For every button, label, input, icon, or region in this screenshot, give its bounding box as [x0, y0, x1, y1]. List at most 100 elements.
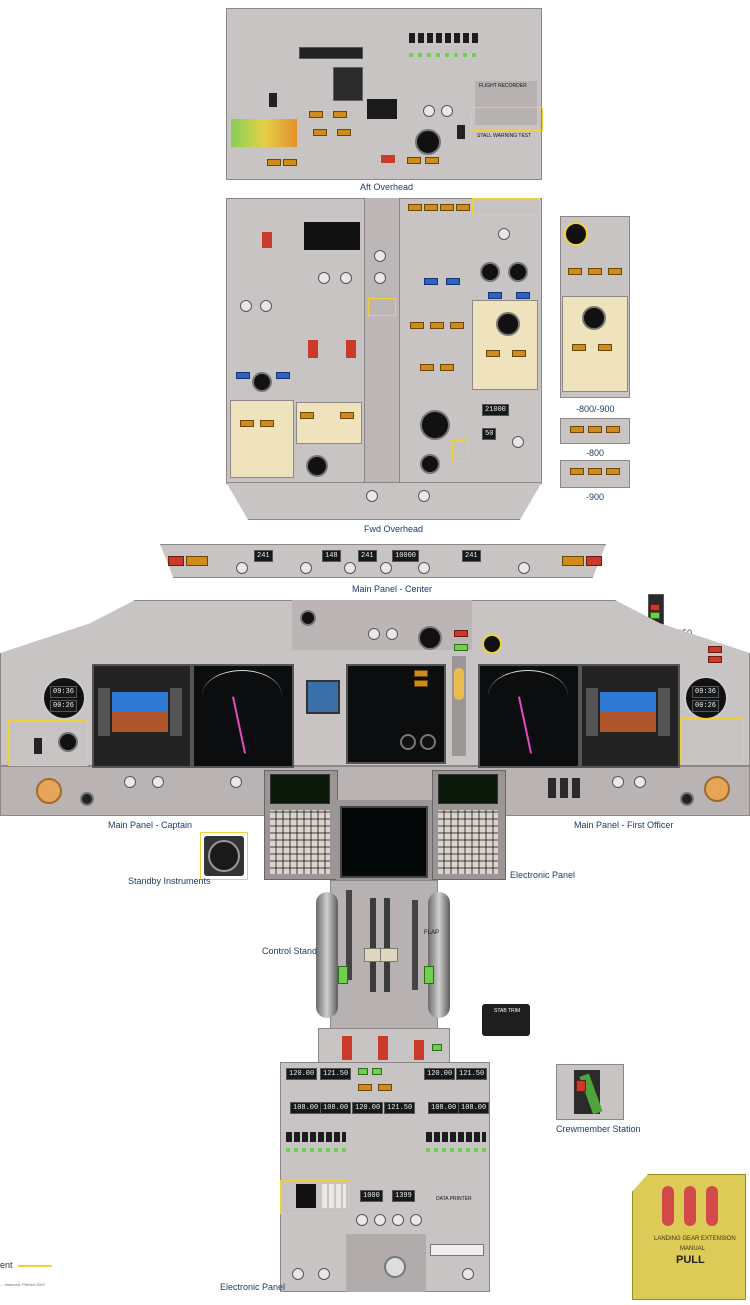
center-knob-1[interactable]: [368, 628, 380, 640]
fwd-knob-9[interactable]: [418, 490, 430, 502]
fwd-knob-10[interactable]: [512, 436, 524, 448]
engine-2-fire-handle[interactable]: [414, 1040, 424, 1060]
fwd-knob-5[interactable]: [374, 250, 386, 262]
aft-red-switch[interactable]: [381, 155, 395, 163]
captain-round-button[interactable]: [80, 792, 94, 806]
aft-overhead-service-panel: [367, 99, 397, 119]
captain-oxygen-mask-knob[interactable]: [36, 778, 62, 804]
audio-panel-left-keys[interactable]: [286, 1132, 346, 1142]
fo-round-button[interactable]: [680, 792, 694, 806]
variant-800-lamp-3: [606, 426, 620, 433]
gear-extension-handle-1[interactable]: [662, 1186, 674, 1226]
landing-gear-label: LANDING GEAR EXTENSION: [654, 1236, 736, 1242]
fwd-red-guard-3[interactable]: [346, 340, 356, 358]
control-stand-caption: Control Stand: [262, 946, 318, 956]
aisle-knob-7[interactable]: [410, 1214, 422, 1226]
fwd-knob-6[interactable]: [374, 272, 386, 284]
aisle-green-lamp-1: [358, 1068, 368, 1075]
fwd-blue-lamp-1: [236, 372, 250, 379]
fo-lower-knob-2[interactable]: [634, 776, 646, 788]
control-stand-right-wheel[interactable]: [428, 892, 450, 1018]
aisle-knob-1[interactable]: [292, 1268, 304, 1280]
captain-toggle[interactable]: [34, 738, 42, 754]
speedbrake-lever[interactable]: [346, 890, 352, 980]
fwd-knob-3[interactable]: [318, 272, 330, 284]
radio-1-active: 120.00: [286, 1068, 318, 1080]
mcp-knob-4[interactable]: [380, 562, 392, 574]
mcp-knob-1[interactable]: [236, 562, 248, 574]
fwd-knob-7[interactable]: [498, 228, 510, 240]
captain-lower-knob-3[interactable]: [230, 776, 242, 788]
aisle-knob-6[interactable]: [392, 1214, 404, 1226]
mcp-knob-5[interactable]: [418, 562, 430, 574]
fo-cdu-keys[interactable]: [438, 810, 498, 874]
fo-dial-top: [482, 634, 502, 654]
fo-highlight: [680, 718, 744, 764]
control-stand-left-wheel[interactable]: [316, 892, 338, 1018]
stab-trim-green-left: [338, 966, 348, 984]
gear-extension-handle-3[interactable]: [706, 1186, 718, 1226]
gear-lever-handle[interactable]: [454, 668, 464, 700]
fo-oxygen-mask-knob[interactable]: [704, 776, 730, 802]
aisle-rudder-trim-knob[interactable]: [384, 1256, 406, 1278]
aisle-knob-4[interactable]: [356, 1214, 368, 1226]
aft-overhead-keypad[interactable]: [333, 67, 363, 101]
gear-extension-handle-2[interactable]: [684, 1186, 696, 1226]
fwd-knob-8[interactable]: [366, 490, 378, 502]
variant-lamp-3: [608, 268, 622, 275]
fwd-overhead-cream-section-center: [296, 402, 362, 444]
upper-eicas-dial-2: [420, 734, 436, 750]
aft-toggle-switch-1[interactable]: [269, 93, 277, 107]
mcp-knob-3[interactable]: [344, 562, 356, 574]
center-knob-2[interactable]: [386, 628, 398, 640]
audio-panel-right-keys[interactable]: [426, 1132, 486, 1142]
aisle-green-lamp-2: [372, 1068, 382, 1075]
aisle-knob-3[interactable]: [462, 1268, 474, 1280]
thrust-lever-2[interactable]: [384, 898, 390, 992]
fo-lower-knob-1[interactable]: [612, 776, 624, 788]
fo-switch-2[interactable]: [560, 778, 568, 798]
fwd-amber-lamp-6: [430, 322, 444, 329]
fo-switch-3[interactable]: [572, 778, 580, 798]
aisle-mcdu-keypad[interactable]: [322, 1184, 346, 1208]
stab-trim-unit: [482, 1004, 530, 1036]
aisle-knob-5[interactable]: [374, 1214, 386, 1226]
aisle-printer-slot: [430, 1244, 484, 1256]
flap-lever[interactable]: [412, 900, 418, 990]
aisle-amber-lamp-1: [358, 1084, 372, 1091]
aft-toggle-switch-2[interactable]: [457, 125, 465, 139]
engine-1-fire-handle[interactable]: [342, 1036, 352, 1060]
fwd-amber-lamp-8: [420, 364, 434, 371]
captain-lower-knob-1[interactable]: [124, 776, 136, 788]
aft-overhead-panel: FLIGHT RECORDER STALL WARNING TEST: [226, 8, 543, 180]
fwd-red-guard-1[interactable]: [262, 232, 272, 248]
fo-switch-1[interactable]: [548, 778, 556, 798]
variant-800-caption: -800: [586, 448, 605, 458]
aft-overhead-clock-display: [299, 47, 363, 59]
mcp-knob-6[interactable]: [518, 562, 530, 574]
aft-knob-1[interactable]: [423, 105, 435, 117]
fwd-knob-4[interactable]: [340, 272, 352, 284]
fwd-cabin-rate-gauge: [420, 410, 450, 440]
thrust-lever-1[interactable]: [370, 898, 376, 992]
captain-cdu-keys[interactable]: [270, 810, 330, 874]
upper-eicas-amber-1: [414, 670, 428, 677]
flap-label: FLAP: [424, 930, 440, 936]
aft-knob-2[interactable]: [441, 105, 453, 117]
aisle-knob-2[interactable]: [318, 1268, 330, 1280]
thrust-lever-knob-2[interactable]: [380, 948, 398, 962]
fwd-knob-1[interactable]: [240, 300, 252, 312]
mcp-knob-2[interactable]: [300, 562, 312, 574]
fwd-knob-2[interactable]: [260, 300, 272, 312]
fwd-overhead-caption: Fwd Overhead: [364, 524, 424, 534]
fo-clock-time: 09:36: [692, 686, 720, 698]
fwd-overhead-highlight-1: [472, 198, 540, 216]
radio-2-standby: 121.50: [456, 1068, 488, 1080]
center-top-knob[interactable]: [300, 610, 316, 626]
fwd-red-guard-2[interactable]: [308, 340, 318, 358]
captain-lower-knob-2[interactable]: [152, 776, 164, 788]
mcp-master-caution-left: [186, 556, 208, 566]
variant-800-900-caption: -800/-900: [576, 404, 615, 414]
captain-pfd-sky: [112, 692, 168, 712]
apu-fire-handle[interactable]: [378, 1036, 388, 1060]
